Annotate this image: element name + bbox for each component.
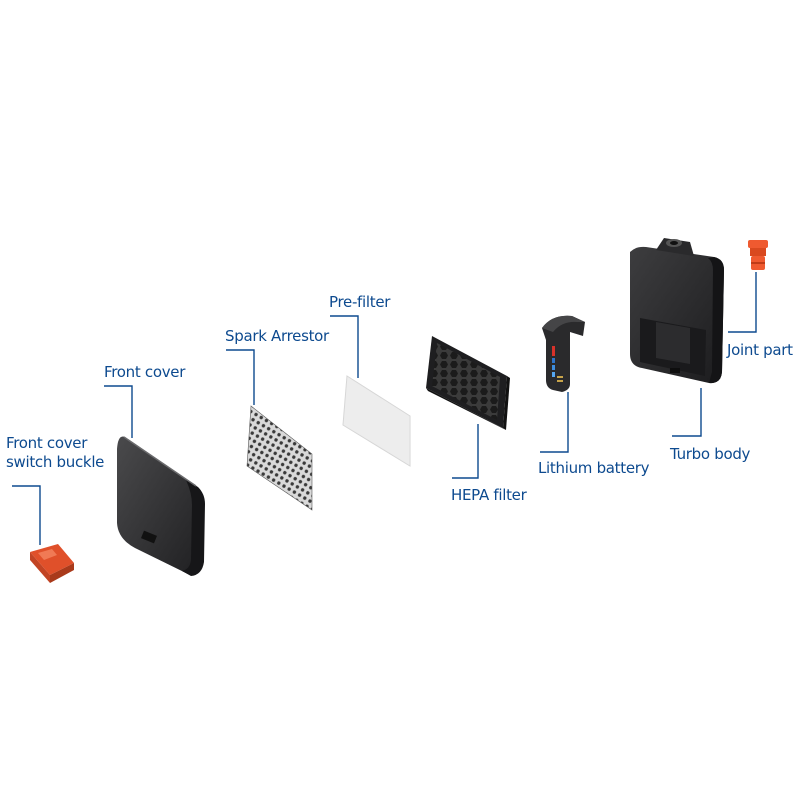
mesh-icon [246,405,313,511]
leader-line-front-cover [104,385,133,438]
leader-line-front-cover-switch-buckle [12,485,41,545]
label-front-cover-switch-buckle-line2: switch buckle [6,453,105,471]
label-pre-filter: Pre-filter [329,293,391,311]
leader-line-lithium-battery [540,392,569,453]
leader-line-turbo-body [672,388,702,437]
battery-icon [542,315,585,392]
label-front-cover: Front cover [104,363,186,381]
label-joint-part: Joint part [727,341,793,359]
label-front-cover-switch-buckle: Front cover switch buckle [6,434,104,472]
leader-lines [12,272,757,545]
front-cover-icon [117,436,205,576]
turbo-body-icon [630,238,724,384]
red-buckle-icon [30,544,74,583]
label-turbo-body: Turbo body [670,445,751,463]
leader-line-joint-part [728,272,757,333]
filter-sheet-icon [342,375,411,467]
joint-connector-icon [748,240,768,270]
leader-line-spark-arrestor [226,349,255,405]
label-front-cover-switch-buckle-line1: Front cover [6,434,88,452]
label-spark-arrestor: Spark Arrestor [225,327,329,345]
label-lithium-battery: Lithium battery [538,459,650,477]
leader-line-hepa-filter [452,424,479,479]
leader-line-pre-filter [330,315,359,378]
label-hepa-filter: HEPA filter [451,486,527,504]
honeycomb-filter-icon [426,336,510,430]
